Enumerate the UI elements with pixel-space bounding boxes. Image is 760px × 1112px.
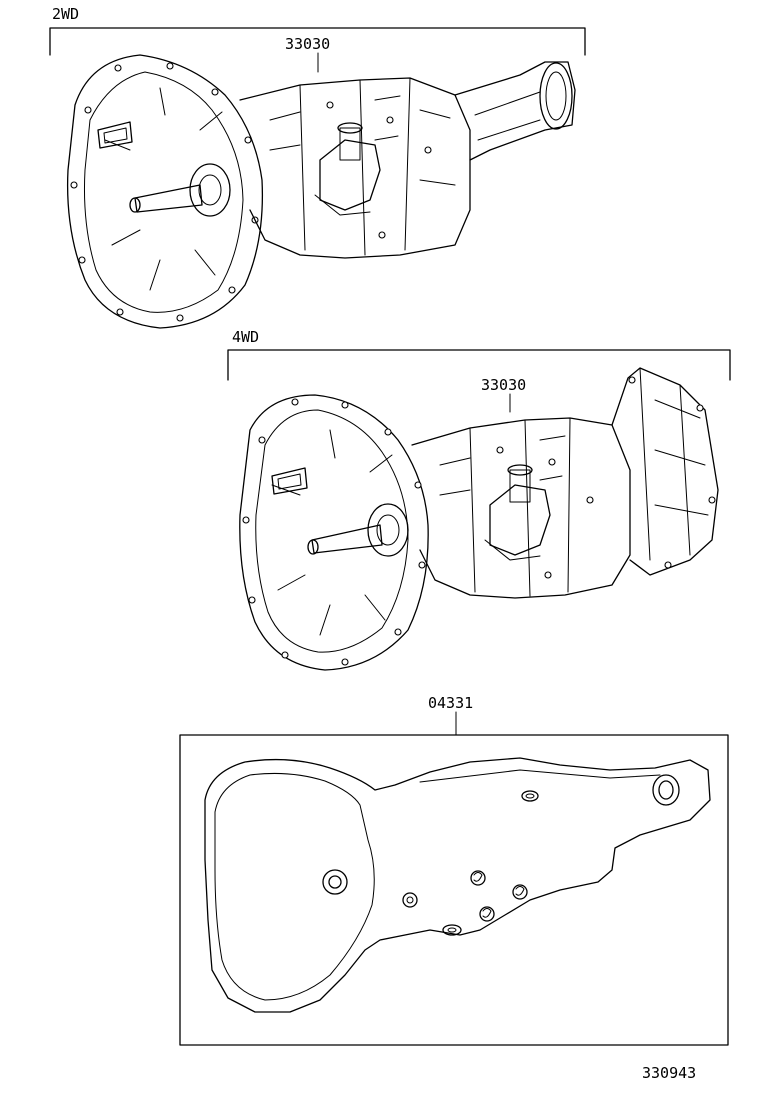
illustration-code: 330943 [642,1064,696,1082]
small-gasket [521,790,539,802]
group-bracket-2wd [49,27,586,56]
oil-seal-front [322,869,348,895]
oil-seal-rear [652,774,680,806]
group-bracket-4wd [227,349,731,381]
washer [512,884,528,900]
gasket-kit-group: 04331 [179,694,729,1046]
washer [479,906,495,922]
small-gasket [442,924,462,936]
transmission-assembly-2wd[interactable] [66,54,576,329]
part-number-33030-4wd[interactable]: 33030 [481,376,526,394]
group-2wd: 2WD 33030 [49,5,586,329]
part-number-33030-2wd[interactable]: 33030 [285,35,330,53]
variant-label-2wd: 2WD [52,5,79,23]
group-4wd: 4WD 33030 [227,328,731,671]
gasket-kit-frame [179,734,729,1046]
part-number-04331[interactable]: 04331 [428,694,473,712]
washer [470,870,486,886]
variant-label-4wd: 4WD [232,328,259,346]
washer [402,892,418,908]
transmission-assembly-4wd[interactable] [239,367,719,671]
gasket-kit-illustration[interactable] [204,757,711,1013]
